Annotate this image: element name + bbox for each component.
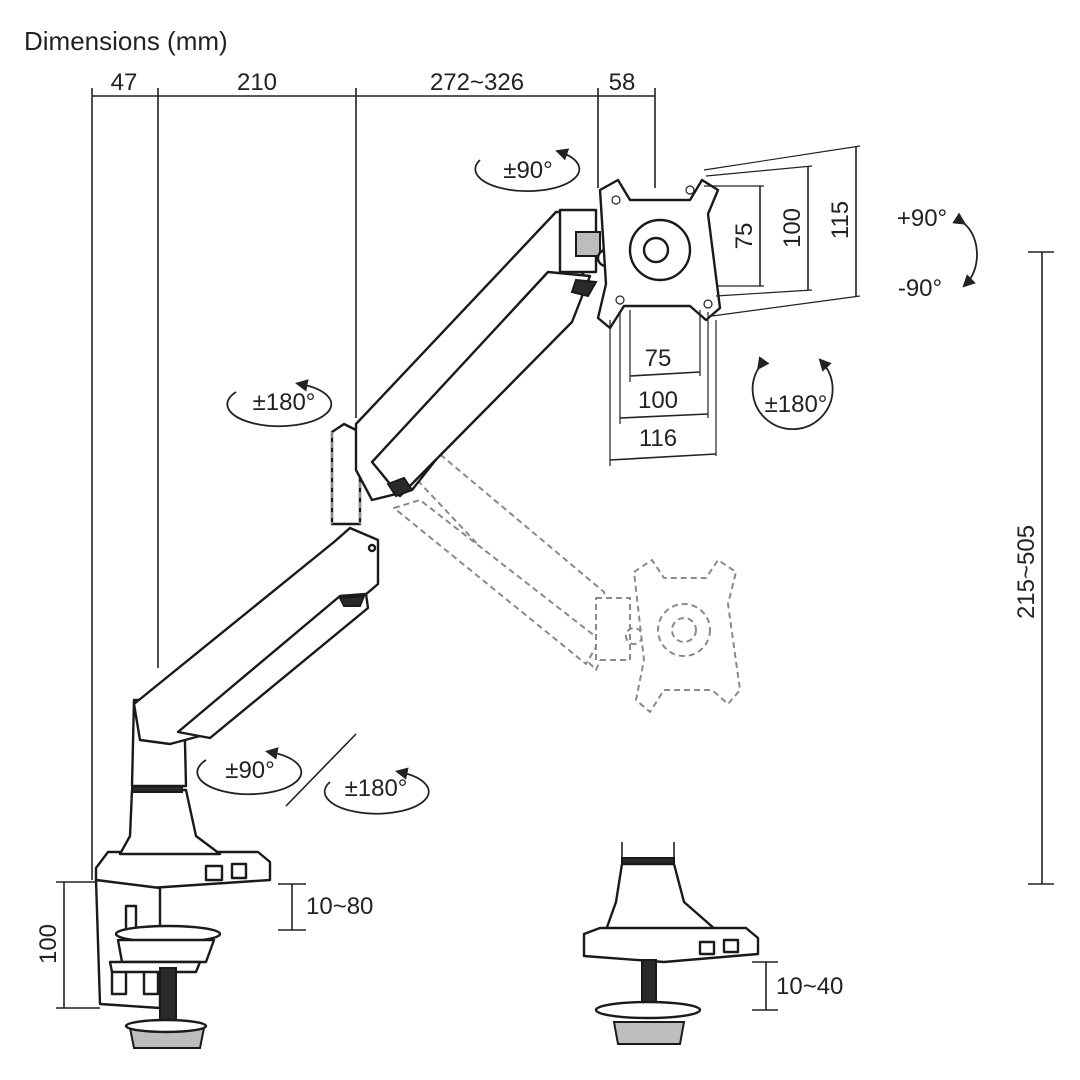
monitor-arm xyxy=(94,178,722,1049)
rotation-base-rotate: ±180° xyxy=(285,733,430,815)
grommet-mount xyxy=(582,842,760,1045)
dim-h75: 75 xyxy=(645,345,672,372)
rotation-elbow-swivel: ±180° xyxy=(226,379,333,428)
svg-text:+90°: +90° xyxy=(897,205,947,232)
svg-text:±180°: ±180° xyxy=(345,775,408,802)
dim-58: 58 xyxy=(609,69,636,96)
rotation-head-rotate: ±180° xyxy=(751,356,834,431)
svg-text:±180°: ±180° xyxy=(253,389,316,416)
grommet-range-dim xyxy=(752,961,778,1011)
dim-v100: 100 xyxy=(779,208,806,248)
dim-210: 210 xyxy=(237,69,277,96)
vesa-horizontal-dims xyxy=(609,310,717,466)
grommet-screw xyxy=(641,959,657,1009)
svg-text:-90°: -90° xyxy=(898,275,942,302)
dim-v75: 75 xyxy=(731,223,758,250)
dim-clamp-range: 10~80 xyxy=(306,893,373,920)
diagram-title: Dimensions (mm) xyxy=(24,26,228,56)
clamp-range-dim xyxy=(278,883,306,931)
arm-lower-position-ghost xyxy=(371,413,741,713)
svg-text:±90°: ±90° xyxy=(503,157,552,184)
dim-h116: 116 xyxy=(639,425,677,452)
grommet-knob xyxy=(612,1021,686,1045)
dim-v115: 115 xyxy=(827,201,854,239)
dim-h100: 100 xyxy=(638,387,678,414)
top-dimension-lines xyxy=(91,88,656,880)
rotation-base-swivel: ±90° xyxy=(196,747,303,796)
dim-47: 47 xyxy=(111,69,138,96)
dim-272-326: 272~326 xyxy=(430,69,524,96)
dim-clamp-height: 100 xyxy=(35,924,62,964)
rotation-tilt: +90° -90° xyxy=(897,205,978,302)
vesa-vertical-dims xyxy=(703,145,861,317)
dim-height-range: 215~505 xyxy=(1013,525,1040,619)
svg-text:±180°: ±180° xyxy=(765,391,828,418)
clamp-height-dim xyxy=(56,881,100,1009)
rotation-head-swivel: ±90° xyxy=(474,148,581,192)
height-range-dim xyxy=(1028,251,1054,885)
dim-grommet-range: 10~40 xyxy=(776,973,843,1000)
svg-text:±90°: ±90° xyxy=(225,757,274,784)
